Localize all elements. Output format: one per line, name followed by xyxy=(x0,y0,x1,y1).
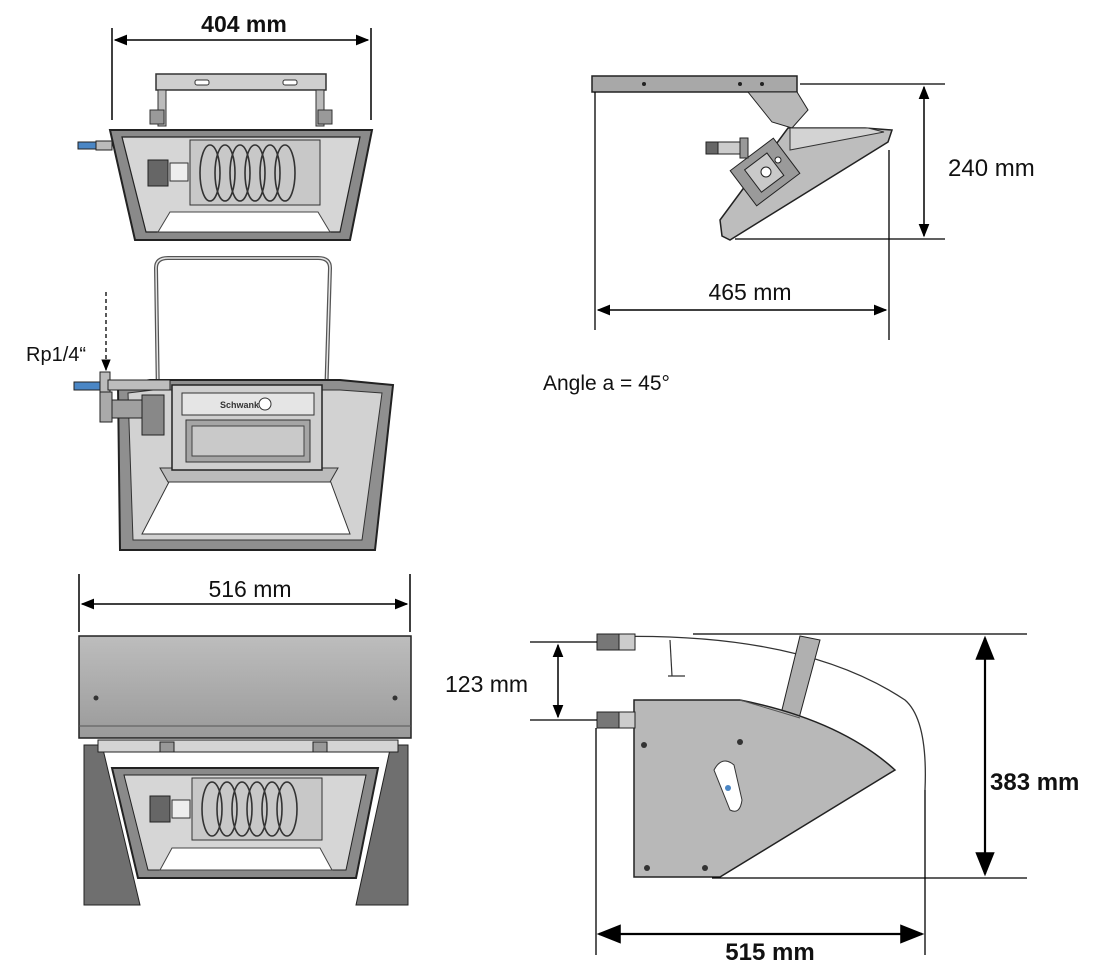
heater-brand-plate: Schwank xyxy=(220,400,260,410)
heater-with-handle: Schwank xyxy=(73,256,395,551)
angle-note: Angle a = 45° xyxy=(543,372,670,395)
pipe-thread-label: Rp1/4“ xyxy=(26,292,111,372)
dim-label-516: 516 mm xyxy=(208,576,291,602)
top-view-heater xyxy=(77,73,374,241)
dim-123: 123 mm xyxy=(445,641,597,721)
dim-404: 404 mm xyxy=(111,11,372,120)
dim-label-383: 383 mm xyxy=(990,769,1079,796)
burner-coil xyxy=(199,144,296,202)
dim-label-123: 123 mm xyxy=(445,671,528,697)
dim-465: 465 mm xyxy=(594,92,890,340)
dim-label-465: 465 mm xyxy=(708,279,791,305)
dim-515: 515 mm xyxy=(595,728,926,965)
tilted-side-view-heater xyxy=(596,633,1027,878)
side-view-heater xyxy=(591,75,894,241)
dim-label-515: 515 mm xyxy=(725,939,814,965)
dim-240: 240 mm xyxy=(735,83,1035,240)
dim-label-rp: Rp1/4“ xyxy=(26,344,86,366)
dim-label-404: 404 mm xyxy=(201,11,287,37)
dim-516: 516 mm xyxy=(78,574,411,632)
dim-label-240: 240 mm xyxy=(948,155,1035,182)
dim-383: 383 mm xyxy=(712,635,1079,879)
front-view-heater xyxy=(78,635,412,906)
